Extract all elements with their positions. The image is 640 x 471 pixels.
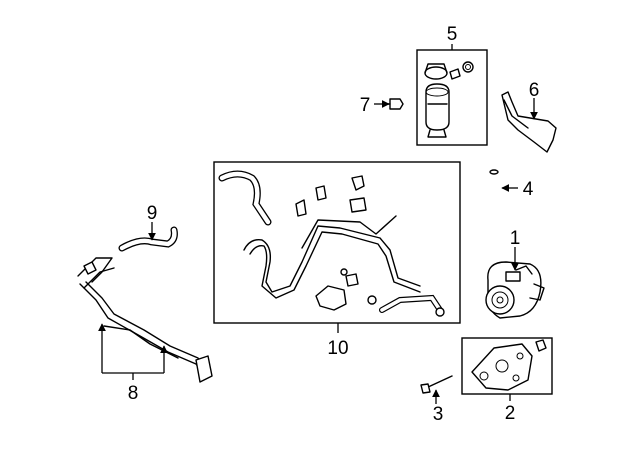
bracket-part[interactable] (501, 91, 557, 153)
callout-2: 2 (505, 403, 516, 424)
callout-6: 6 (529, 80, 540, 101)
reservoir-group[interactable] (416, 44, 488, 146)
bolt-part[interactable] (374, 98, 404, 110)
hose-part-9[interactable] (118, 222, 178, 252)
line-assembly-box (213, 161, 461, 324)
callout-9: 9 (147, 203, 158, 224)
long-bolt-part[interactable] (420, 375, 453, 404)
pump-part[interactable] (485, 247, 545, 319)
callout-7: 7 (360, 95, 371, 116)
callout-3: 3 (433, 404, 444, 425)
line-assembly-group[interactable] (213, 161, 461, 333)
callout-4: 4 (523, 179, 534, 200)
callout-1: 1 (510, 228, 521, 249)
callout-10: 10 (327, 338, 348, 359)
callout-8: 8 (128, 383, 139, 404)
pump-bracket-box (461, 337, 553, 395)
hose-part-4[interactable] (489, 169, 533, 217)
callout-5: 5 (447, 24, 458, 45)
cooler-lines-part[interactable] (77, 257, 213, 383)
pump-bracket-group[interactable] (461, 337, 553, 401)
